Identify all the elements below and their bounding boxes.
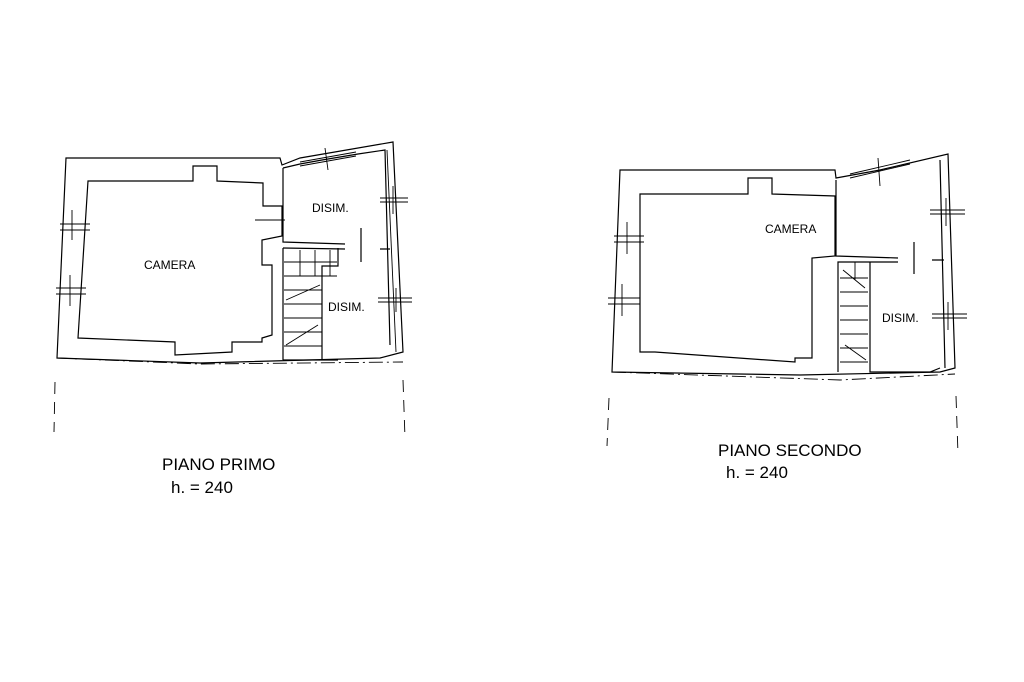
disim-wall [835,159,946,373]
windows [56,147,412,312]
stair-treads [284,250,337,347]
right-wall-inner [386,149,397,353]
disim-upper-wall [282,149,391,346]
room-label-disim-upper: DISIM. [312,201,349,215]
extension-lines [53,379,406,439]
room-label-camera: CAMERA [144,258,195,272]
property-boundary [611,371,956,381]
outer-wall [611,153,956,376]
plan-title-secondo: PIANO SECONDO [718,441,862,460]
plan-title-primo: PIANO PRIMO [162,455,275,474]
camera-inner-wall [77,165,283,356]
outer-wall [56,141,404,364]
room-label-disim-lower: DISIM. [328,300,365,314]
floor-plan-secondo [606,153,967,455]
extension-lines [606,395,959,455]
windows [608,157,967,330]
camera-inner-wall [639,177,836,363]
plan-height-primo: h. = 240 [171,478,233,497]
stair-treads [840,262,868,363]
floor-plan-primo [53,141,412,439]
room-label-disim: DISIM. [882,311,919,325]
partition [913,242,944,274]
room-label-camera: CAMERA [765,222,816,236]
partition [360,228,390,262]
plan-height-secondo: h. = 240 [726,463,788,482]
